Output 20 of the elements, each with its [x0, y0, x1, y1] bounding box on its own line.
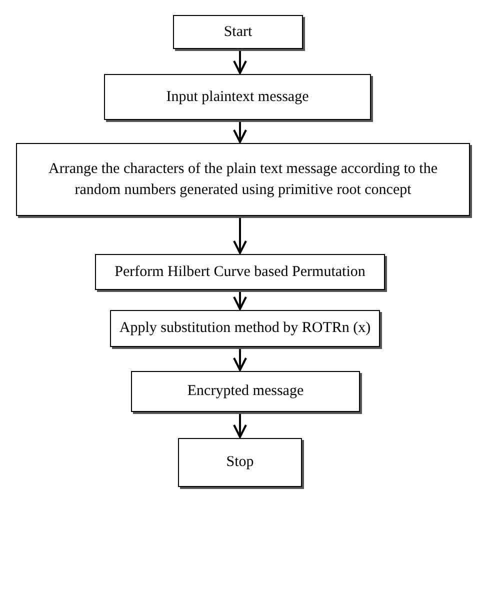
arrow [233, 349, 247, 371]
box-label: Perform Hilbert Curve based Permutation [114, 262, 366, 282]
process-box [131, 371, 360, 412]
box-label: Start [224, 22, 252, 42]
box-label: Stop [226, 453, 254, 472]
box-label: Encrypted message [187, 382, 304, 402]
arrow [233, 51, 247, 74]
arrow [233, 122, 247, 143]
arrow [233, 414, 247, 438]
process-box [173, 15, 303, 49]
arrow [233, 218, 247, 254]
process-box [110, 310, 380, 347]
arrow [233, 292, 247, 310]
process-box [95, 254, 385, 290]
box-label: Arrange the characters of the plain text message according to the random numbers generated using primitive root concept [48, 160, 438, 200]
process-box [16, 143, 470, 216]
process-box [104, 74, 371, 120]
box-label: Input plaintext message [166, 88, 309, 107]
process-box [178, 438, 302, 487]
box-label: Apply substitution method by ROTRn (x) [119, 319, 371, 338]
